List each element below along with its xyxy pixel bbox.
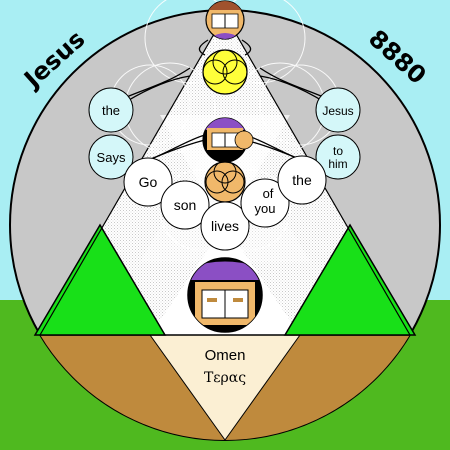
bubble-the-left-label: the: [102, 103, 120, 118]
green-triangle-right: [283, 223, 417, 336]
bubble-jesus-label: Jesus: [322, 104, 353, 118]
bubble-of-label: of: [263, 186, 274, 201]
bubble-him-label: him: [328, 157, 347, 171]
bubble-says: Says: [88, 134, 134, 180]
bubble-of-you: of you: [240, 178, 290, 228]
bubble-lives-label: lives: [211, 218, 239, 234]
bubble-the-right: the: [277, 155, 327, 205]
bubble-you-label: you: [255, 201, 276, 216]
bubble-to-him: to him: [315, 134, 361, 180]
cream-triangle: [150, 335, 300, 440]
bubble-son: son: [160, 180, 210, 230]
omen-latin: Omen: [205, 347, 246, 364]
omen-greek: Τερας: [204, 370, 246, 386]
green-triangle-left: [33, 223, 167, 336]
bubble-son-label: son: [174, 197, 197, 213]
yellow-knot-icon: [202, 49, 248, 95]
bubble-the-right-label: the: [292, 172, 312, 188]
middle-face-icon: [202, 117, 254, 163]
orange-knot-icon: [204, 160, 246, 203]
bubble-the-left: the: [88, 87, 134, 133]
bottom-face-icon: [187, 257, 263, 333]
bubble-go-label: Go: [139, 174, 158, 190]
bubble-jesus: Jesus: [315, 87, 361, 133]
bubble-lives: lives: [200, 201, 250, 251]
bubble-go: Go: [123, 157, 173, 207]
bubble-to-label: to: [333, 144, 343, 158]
bubble-says-label: Says: [97, 150, 126, 165]
